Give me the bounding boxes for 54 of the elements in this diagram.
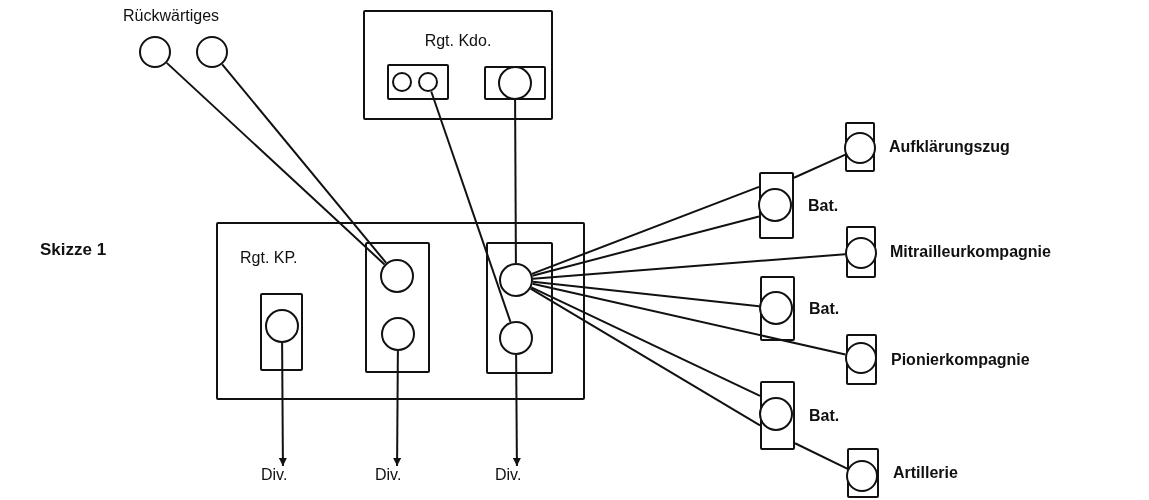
connection-line (531, 280, 761, 308)
unit-box (260, 293, 303, 371)
connection-line (514, 99, 517, 264)
group-frame (363, 10, 553, 120)
unit-label: Bat. (809, 406, 840, 425)
unit-box (484, 66, 546, 100)
unit-box (365, 242, 430, 373)
figure-label: Skizze 1 (40, 240, 107, 260)
group-heading: Rgt. Kdo. (424, 32, 492, 50)
connection-line (529, 287, 761, 427)
circle-symbol (845, 237, 877, 269)
unit-label: Mitrailleurkompagnie (890, 243, 1051, 261)
circle-symbol (759, 291, 793, 325)
circle-symbol (265, 309, 299, 343)
group-frame (216, 222, 585, 400)
unit-box (486, 242, 553, 374)
circle-symbol (759, 397, 793, 431)
arrow (393, 350, 402, 467)
circle-symbol (499, 321, 533, 355)
group-heading: Rückwärtiges (123, 7, 220, 25)
connection-line (530, 185, 760, 275)
connection-line (531, 253, 847, 280)
destination-label: Div. (495, 466, 522, 484)
connection-line (165, 61, 386, 266)
connection-line (794, 442, 849, 470)
arrow (512, 354, 521, 467)
circle-symbol (392, 72, 412, 92)
unit-label: Pionierkompagnie (891, 350, 1030, 369)
circle-symbol (139, 36, 171, 68)
connection-line (430, 90, 512, 323)
circle-symbol (381, 317, 415, 351)
circle-symbol (846, 460, 878, 492)
unit-label: Artillerie (893, 464, 958, 482)
arrow (278, 342, 287, 467)
connection-line (793, 153, 847, 179)
unit-label: Bat. (809, 299, 840, 318)
circle-symbol (499, 263, 533, 297)
circle-symbol (844, 132, 876, 164)
destination-label: Div. (261, 466, 288, 484)
circle-symbol (498, 66, 532, 100)
circle-symbol (380, 259, 414, 293)
group-heading: Rgt. KP. (240, 249, 298, 267)
unit-box (387, 64, 449, 100)
circle-symbol (196, 36, 228, 68)
circle-symbol (758, 188, 792, 222)
circle-symbol (418, 72, 438, 92)
destination-label: Div. (375, 466, 402, 484)
connection-line (531, 282, 847, 356)
connection-line (531, 215, 760, 277)
circle-symbol (845, 342, 877, 374)
unit-label: Aufklärungszug (889, 138, 1010, 156)
connection-line (530, 286, 761, 397)
unit-label: Bat. (808, 196, 839, 215)
connection-line (221, 63, 388, 264)
